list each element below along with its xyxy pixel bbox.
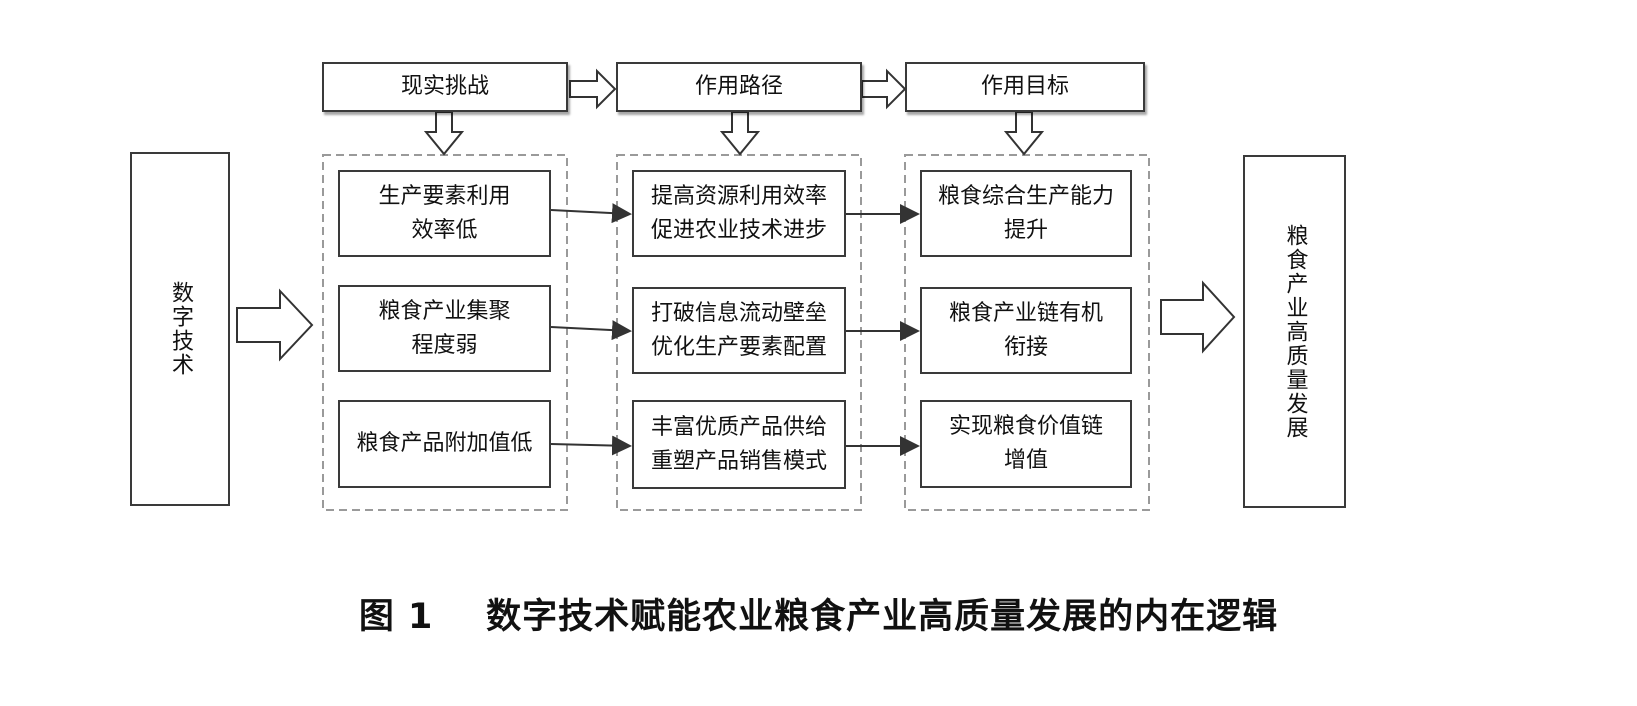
path-box-1: 提高资源利用效率 促进农业技术进步	[632, 170, 846, 257]
header-goals-label: 作用目标	[980, 74, 1069, 99]
digital-tech-box: 数字技术	[130, 152, 230, 506]
path-label-2: 打破信息流动壁垒 优化生产要素配置	[650, 300, 827, 360]
connector-c1-p1	[550, 203, 632, 224]
connector-c2-p2	[550, 320, 632, 341]
connector-c3-p3	[550, 435, 632, 456]
header-arrow-1	[569, 68, 617, 110]
digital-tech-label: 数字技术	[168, 281, 193, 377]
path-label-3: 丰富优质产品供给 重塑产品销售模式	[650, 414, 827, 474]
header-arrow-2	[861, 68, 907, 110]
challenges-group	[322, 154, 568, 511]
challenge-label-2: 粮食产业集聚 程度弱	[378, 298, 511, 358]
goal-label-1: 粮食综合生产能力 提升	[937, 183, 1114, 243]
challenge-box-1: 生产要素利用 效率低	[338, 170, 551, 257]
down-arrow-2	[719, 111, 761, 156]
path-label-1: 提高资源利用效率 促进农业技术进步	[650, 183, 827, 243]
high-quality-dev-label: 粮食产业高质量发展	[1282, 223, 1308, 440]
header-paths-label: 作用路径	[694, 74, 783, 99]
goal-box-1: 粮食综合生产能力 提升	[920, 170, 1132, 257]
header-paths: 作用路径	[616, 62, 862, 112]
challenge-box-2: 粮食产业集聚 程度弱	[338, 285, 551, 372]
big-arrow-right	[1160, 280, 1236, 354]
challenge-label-3: 粮食产品附加值低	[356, 431, 533, 456]
challenge-label-1: 生产要素利用 效率低	[378, 183, 511, 243]
down-arrow-3	[1003, 111, 1045, 156]
header-challenges: 现实挑战	[322, 62, 568, 112]
goal-box-3: 实现粮食价值链 增值	[920, 400, 1132, 488]
path-box-3: 丰富优质产品供给 重塑产品销售模式	[632, 400, 846, 489]
path-box-2: 打破信息流动壁垒 优化生产要素配置	[632, 287, 846, 374]
challenge-box-3: 粮食产品附加值低	[338, 400, 551, 488]
header-challenges-label: 现实挑战	[400, 74, 489, 99]
goal-label-2: 粮食产业链有机 衔接	[948, 300, 1103, 360]
big-arrow-left	[236, 288, 314, 362]
high-quality-dev-box: 粮食产业高质量发展	[1243, 155, 1346, 508]
header-goals: 作用目标	[905, 62, 1145, 112]
figure-caption: 图 1 数字技术赋能农业粮食产业高质量发展的内在逻辑	[358, 597, 1279, 637]
goal-label-3: 实现粮食价值链 增值	[948, 414, 1103, 473]
goal-box-2: 粮食产业链有机 衔接	[920, 287, 1132, 374]
down-arrow-1	[423, 111, 465, 156]
